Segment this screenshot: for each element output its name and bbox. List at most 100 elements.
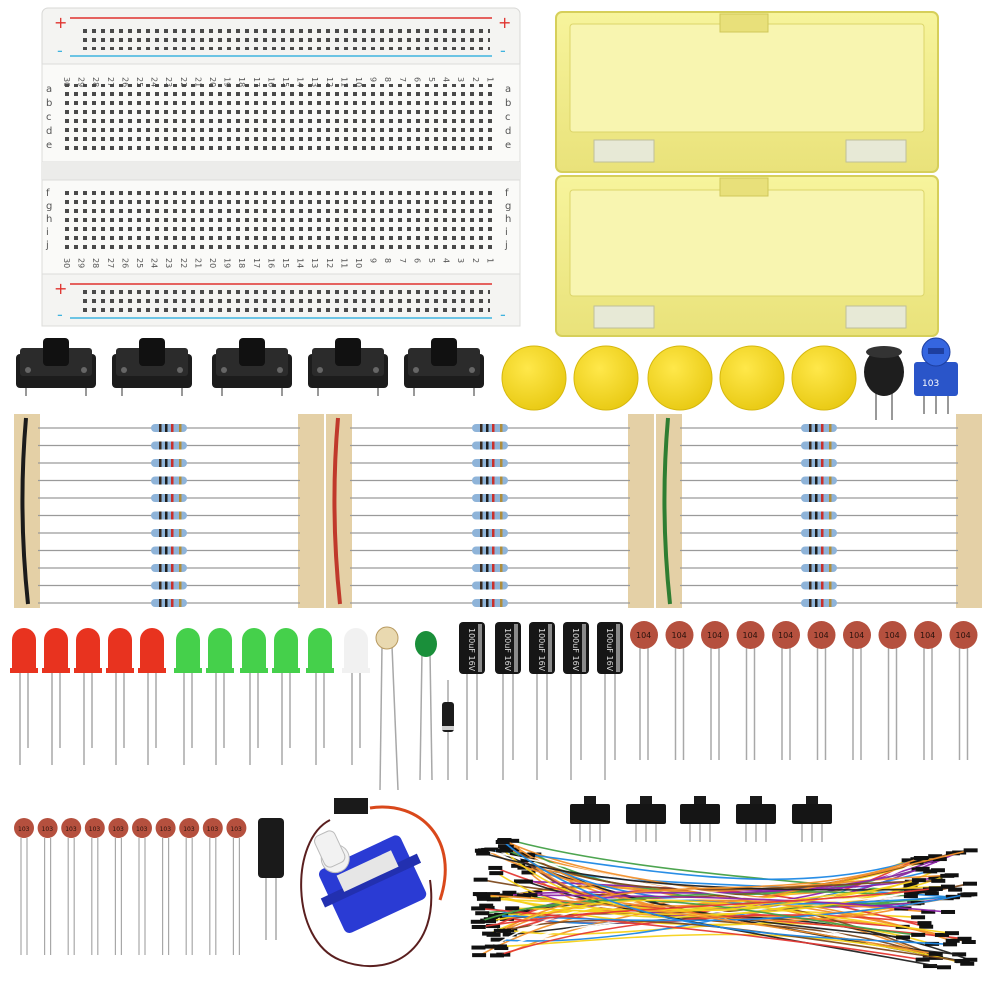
column-number: 11 <box>339 258 348 268</box>
column-number: 2 <box>471 258 480 263</box>
ceramic-capacitor: 104 <box>843 621 871 760</box>
ceramic-capacitor-small: 103 <box>84 818 105 955</box>
column-number: 19 <box>223 258 232 268</box>
jumper-wire <box>507 846 938 891</box>
slide-switch <box>736 796 776 842</box>
jumper-wire-tip <box>923 964 938 969</box>
column-number: 11 <box>339 77 348 87</box>
jumper-wire-tip <box>904 890 919 895</box>
resistor <box>350 581 630 590</box>
jumper-wire-tip <box>493 928 508 933</box>
slide-switch <box>626 796 666 842</box>
tilt-switch <box>258 818 284 940</box>
capacitor-label: 103 <box>183 826 195 833</box>
row-letter: e <box>505 140 511 151</box>
resistor-strips <box>14 414 982 608</box>
ceramic-capacitor: 104 <box>949 621 978 760</box>
row-letter: e <box>46 140 52 151</box>
column-number: 26 <box>120 258 129 268</box>
jumper-wire-tip <box>931 878 946 883</box>
column-number: 6 <box>412 258 421 263</box>
capacitor-label: 104 <box>956 631 971 640</box>
resistor <box>680 529 958 537</box>
green-led <box>206 628 234 765</box>
row-letter: a <box>46 84 52 95</box>
jumper-wire-tip <box>945 851 960 856</box>
row-letter: f <box>505 188 509 199</box>
column-number: 17 <box>252 77 261 87</box>
jumper-wire-tip <box>499 844 514 849</box>
jumper-wire-tip <box>896 935 911 940</box>
rail-minus-sign-bottom: - <box>57 305 63 324</box>
resistor <box>350 546 630 555</box>
row-letter: i <box>46 227 49 238</box>
jumper-wire-tip <box>961 939 976 944</box>
jumper-wire <box>489 899 952 935</box>
ceramic-capacitor-small: 103 <box>132 818 152 955</box>
column-number: 4 <box>442 77 451 82</box>
jumper-wire <box>478 899 918 936</box>
jumper-wire <box>503 841 950 946</box>
jumper-wire-tip <box>941 909 956 914</box>
tactile-button <box>212 338 292 396</box>
column-number: 29 <box>77 258 86 268</box>
potentiometer-label: 103 <box>922 379 939 389</box>
capacitor-label: 100uF 16V <box>571 628 580 672</box>
electrolytic-capacitor: 100uF 16V <box>529 622 555 780</box>
ceramic-capacitor: 104 <box>630 621 658 760</box>
jumper-wire-tip <box>502 890 517 895</box>
ceramic-capacitor: 104 <box>736 621 765 760</box>
resistor <box>680 476 958 485</box>
ceramic-capacitor: 104 <box>878 621 907 760</box>
jumper-wire <box>501 857 921 932</box>
jumper-wire-tip <box>471 906 486 911</box>
jumper-wire-tip <box>915 957 930 962</box>
jumper-wire-tip <box>940 884 955 889</box>
jumper-wire-tip <box>928 886 943 891</box>
jumper-wire-tip <box>521 870 536 875</box>
column-number: 14 <box>296 77 305 87</box>
button-cap <box>573 345 639 411</box>
row-letter: i <box>505 227 508 238</box>
column-number: 5 <box>427 77 436 82</box>
column-number: 5 <box>427 258 436 263</box>
column-number: 18 <box>237 77 246 87</box>
jumper-wire-tip <box>952 952 967 957</box>
row-letter: j <box>504 240 508 251</box>
jumper-wire-tip <box>472 953 487 958</box>
column-number: 13 <box>310 77 319 87</box>
column-number: 9 <box>369 77 378 82</box>
electrolytic-capacitor: 100uF 16V <box>597 622 623 780</box>
ceramic-capacitor: 104 <box>701 621 729 760</box>
servo-motor <box>300 798 447 968</box>
column-number: 30 <box>62 77 71 87</box>
capacitor-label: 103 <box>112 826 124 833</box>
jumper-wire-tip <box>486 897 501 902</box>
column-number: 15 <box>281 77 290 87</box>
storage-box-top <box>555 11 939 173</box>
jumper-wire-tip <box>963 957 978 962</box>
jumper-wire-tip <box>516 893 531 898</box>
jumper-wire <box>531 894 948 913</box>
resistor <box>350 599 630 607</box>
resistor <box>350 494 630 502</box>
jumper-wire-tip <box>919 924 934 929</box>
capacitor-label: 103 <box>65 826 77 833</box>
row-letter: g <box>505 201 511 212</box>
capacitor-label: 104 <box>743 631 758 640</box>
ceramic-capacitor: 104 <box>807 621 836 760</box>
jumper-wire-tip <box>495 848 510 853</box>
column-number: 20 <box>208 258 217 268</box>
jumper-wire-tip <box>903 894 918 899</box>
electrolytic-capacitor: 100uF 16V <box>495 622 521 780</box>
jumper-wire-tip <box>479 903 494 908</box>
tactile-button <box>112 338 192 396</box>
resistor <box>38 599 300 607</box>
green-led <box>272 628 300 765</box>
jumper-wire-tip <box>476 851 491 856</box>
rail-minus-sign: - <box>57 41 63 60</box>
resistor <box>38 441 300 450</box>
column-number: 4 <box>442 258 451 263</box>
